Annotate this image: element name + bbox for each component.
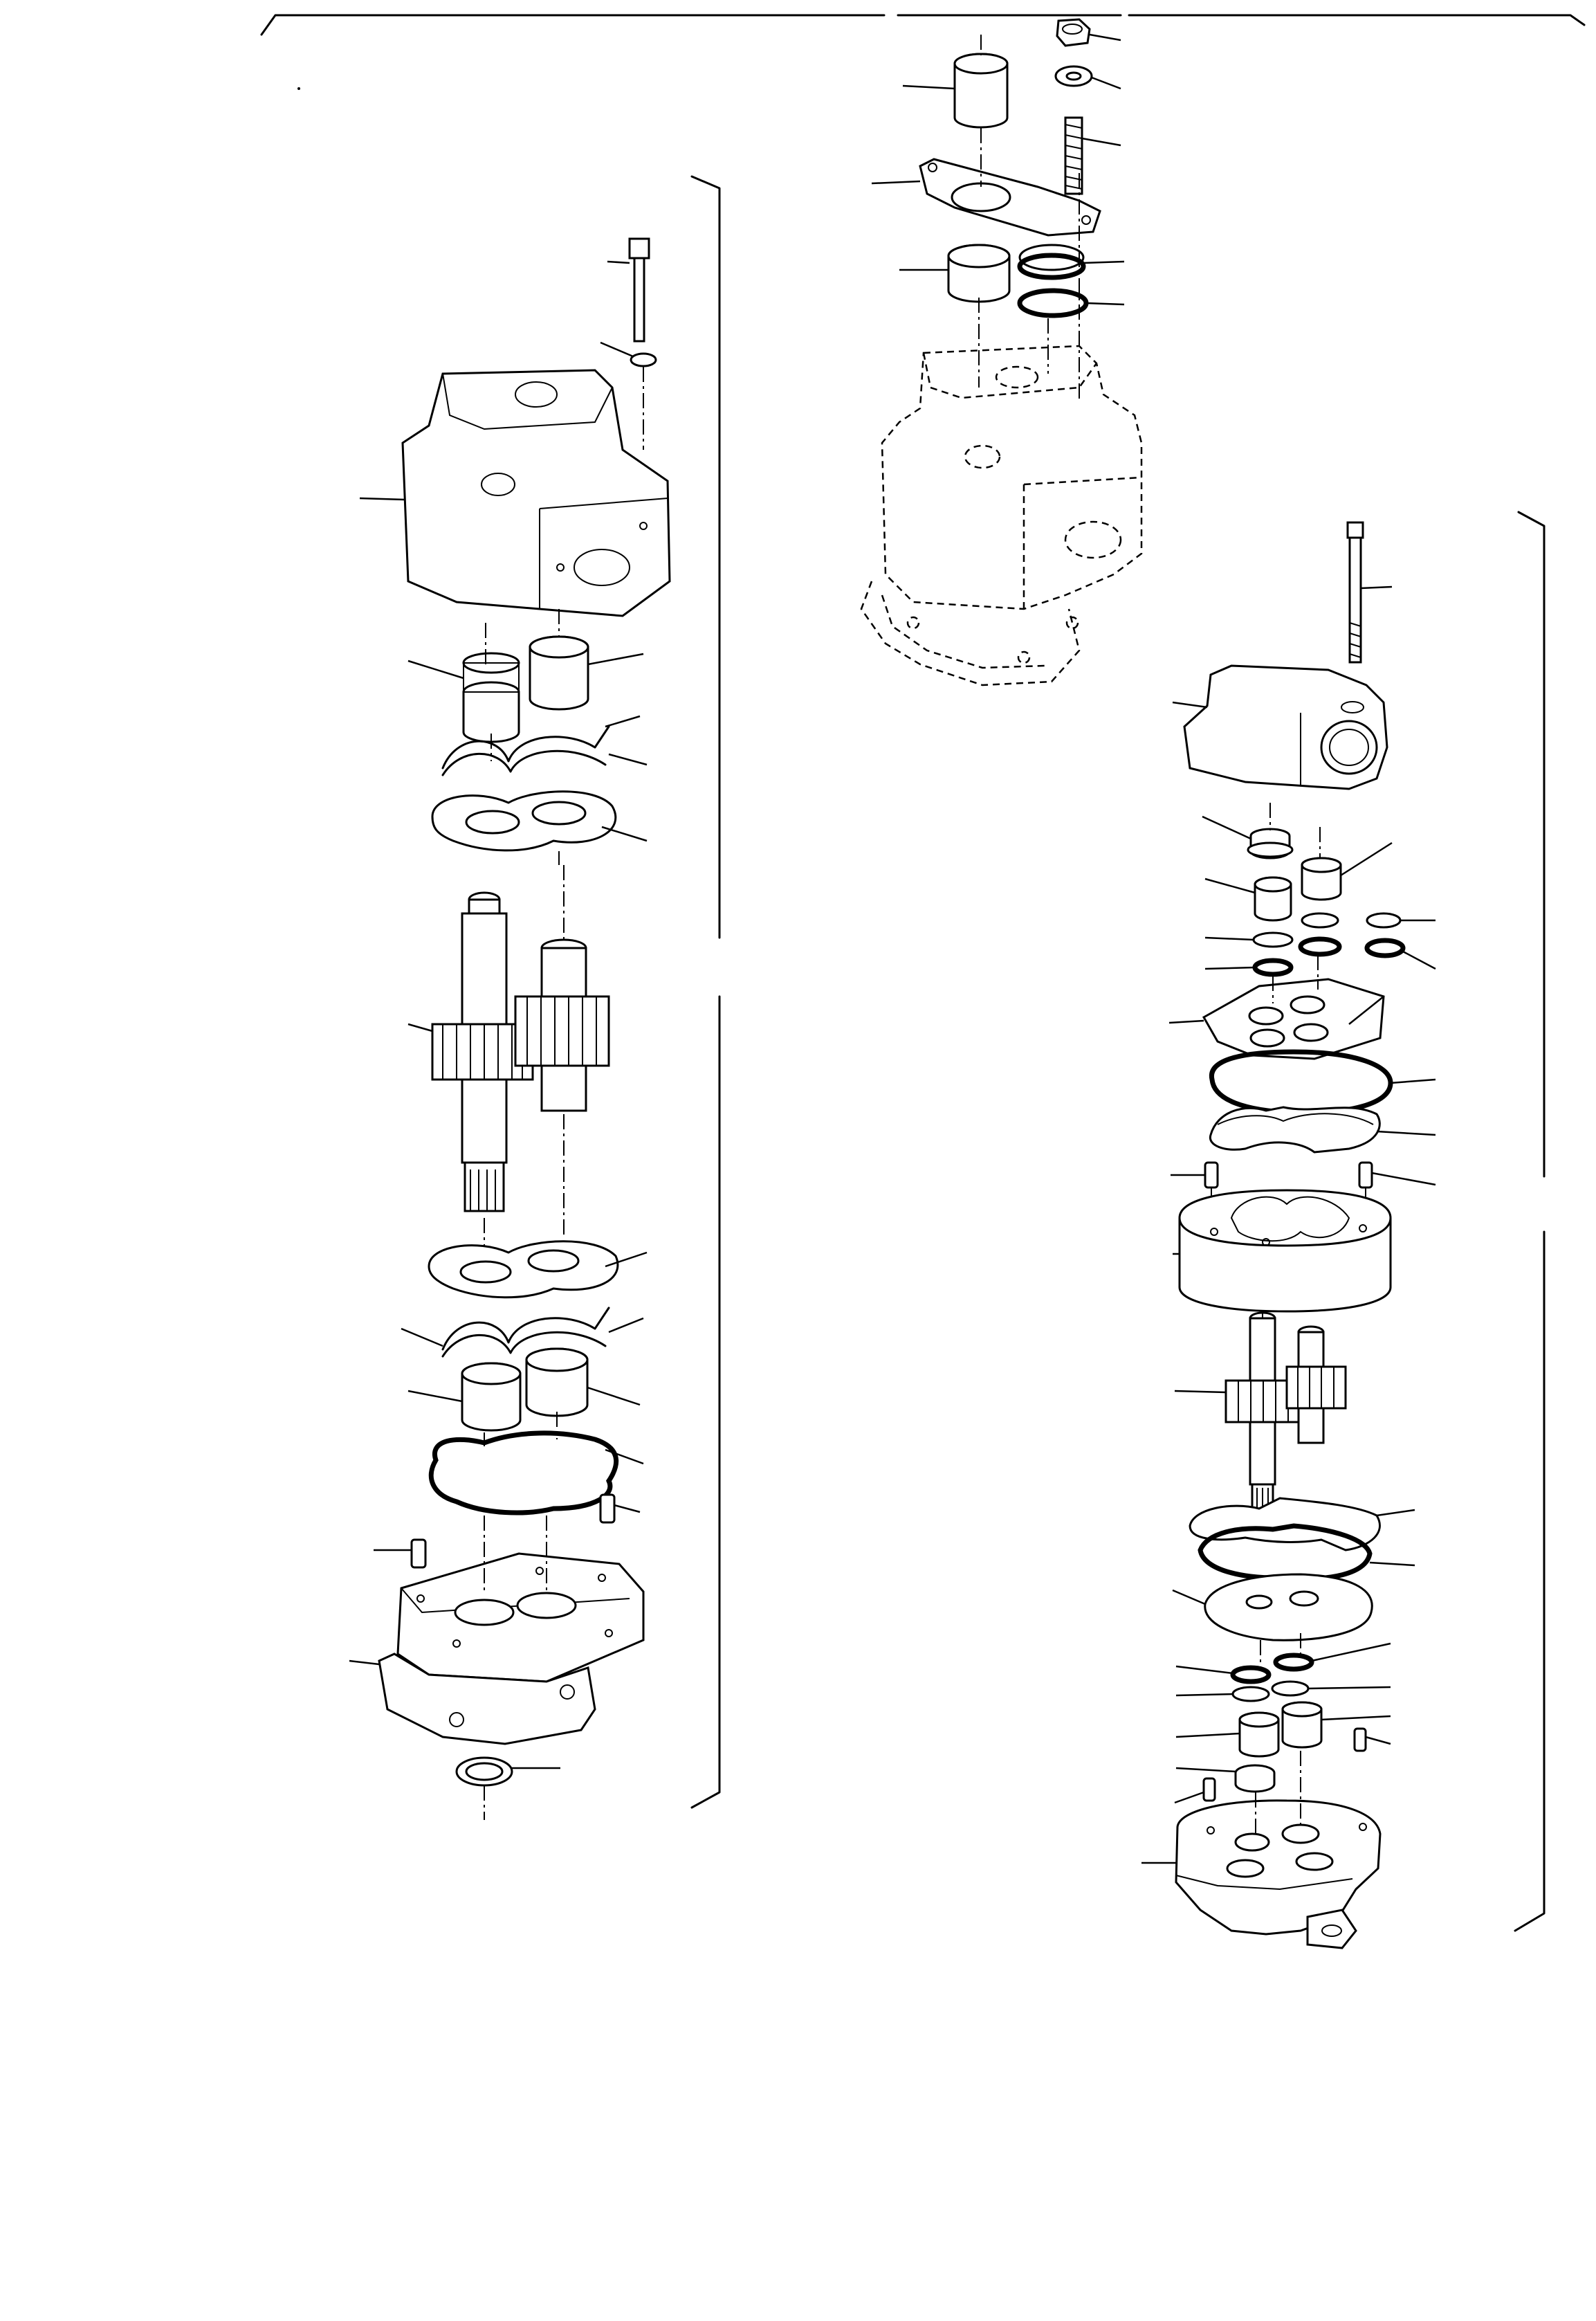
driven-gear: [514, 865, 610, 1239]
left-pump-assembly: [349, 237, 671, 1820]
top-mount-assembly: [860, 18, 1143, 686]
drive-gear-shaft: [407, 891, 534, 1266]
washer: [600, 341, 657, 450]
bearings-lower: [1175, 1642, 1391, 1793]
gasket-plate: [871, 128, 1101, 237]
bracket-right: [1514, 511, 1545, 1932]
needle-bearing-pair-lower: [407, 1347, 641, 1432]
base-housing: [349, 1653, 596, 1745]
cap-screw: [607, 237, 650, 343]
cap-screw: [1346, 521, 1393, 664]
end-housing-pins: [1174, 1727, 1391, 1804]
bushing: [902, 35, 1009, 129]
wear-plate: [1168, 978, 1385, 1060]
o-ring: [1017, 288, 1125, 374]
gear-housing: [1173, 1189, 1392, 1313]
o-rings: [1204, 912, 1436, 977]
needle-bearing-pair-upper: [407, 635, 644, 743]
wire-seal-lower: [401, 1307, 644, 1358]
body-housing: [359, 369, 671, 617]
frame-border: [260, 14, 1586, 36]
phantom-housing: [860, 173, 1143, 686]
wire-seal-upper: [441, 715, 648, 776]
scan-speck: [297, 87, 300, 90]
plug: [1202, 815, 1294, 859]
needle-bearings: [1204, 841, 1393, 922]
seal-ring: [1017, 244, 1125, 280]
seal-rings: [1209, 1049, 1436, 1154]
right-pump-assembly: [1141, 521, 1436, 1949]
dowel-pins: [374, 1493, 641, 1569]
sleeve: [899, 244, 1011, 303]
shaft-seal: [455, 1756, 560, 1820]
bracket-left-upper: [690, 175, 721, 939]
washer: [1054, 65, 1121, 90]
wear-plate-lower: [428, 1240, 648, 1299]
wear-plate-upper: [431, 790, 648, 852]
stud: [1064, 116, 1121, 195]
nut: [1056, 18, 1121, 47]
gear-set: [1174, 1311, 1347, 1524]
flange-plate: [396, 1552, 645, 1683]
wear-plate-lower: [1172, 1497, 1415, 1641]
bracket-left-lower: [690, 995, 721, 1809]
end-housing: [1141, 1799, 1382, 1949]
dowel-pins: [1171, 1161, 1436, 1239]
port-cover: [1172, 664, 1388, 790]
